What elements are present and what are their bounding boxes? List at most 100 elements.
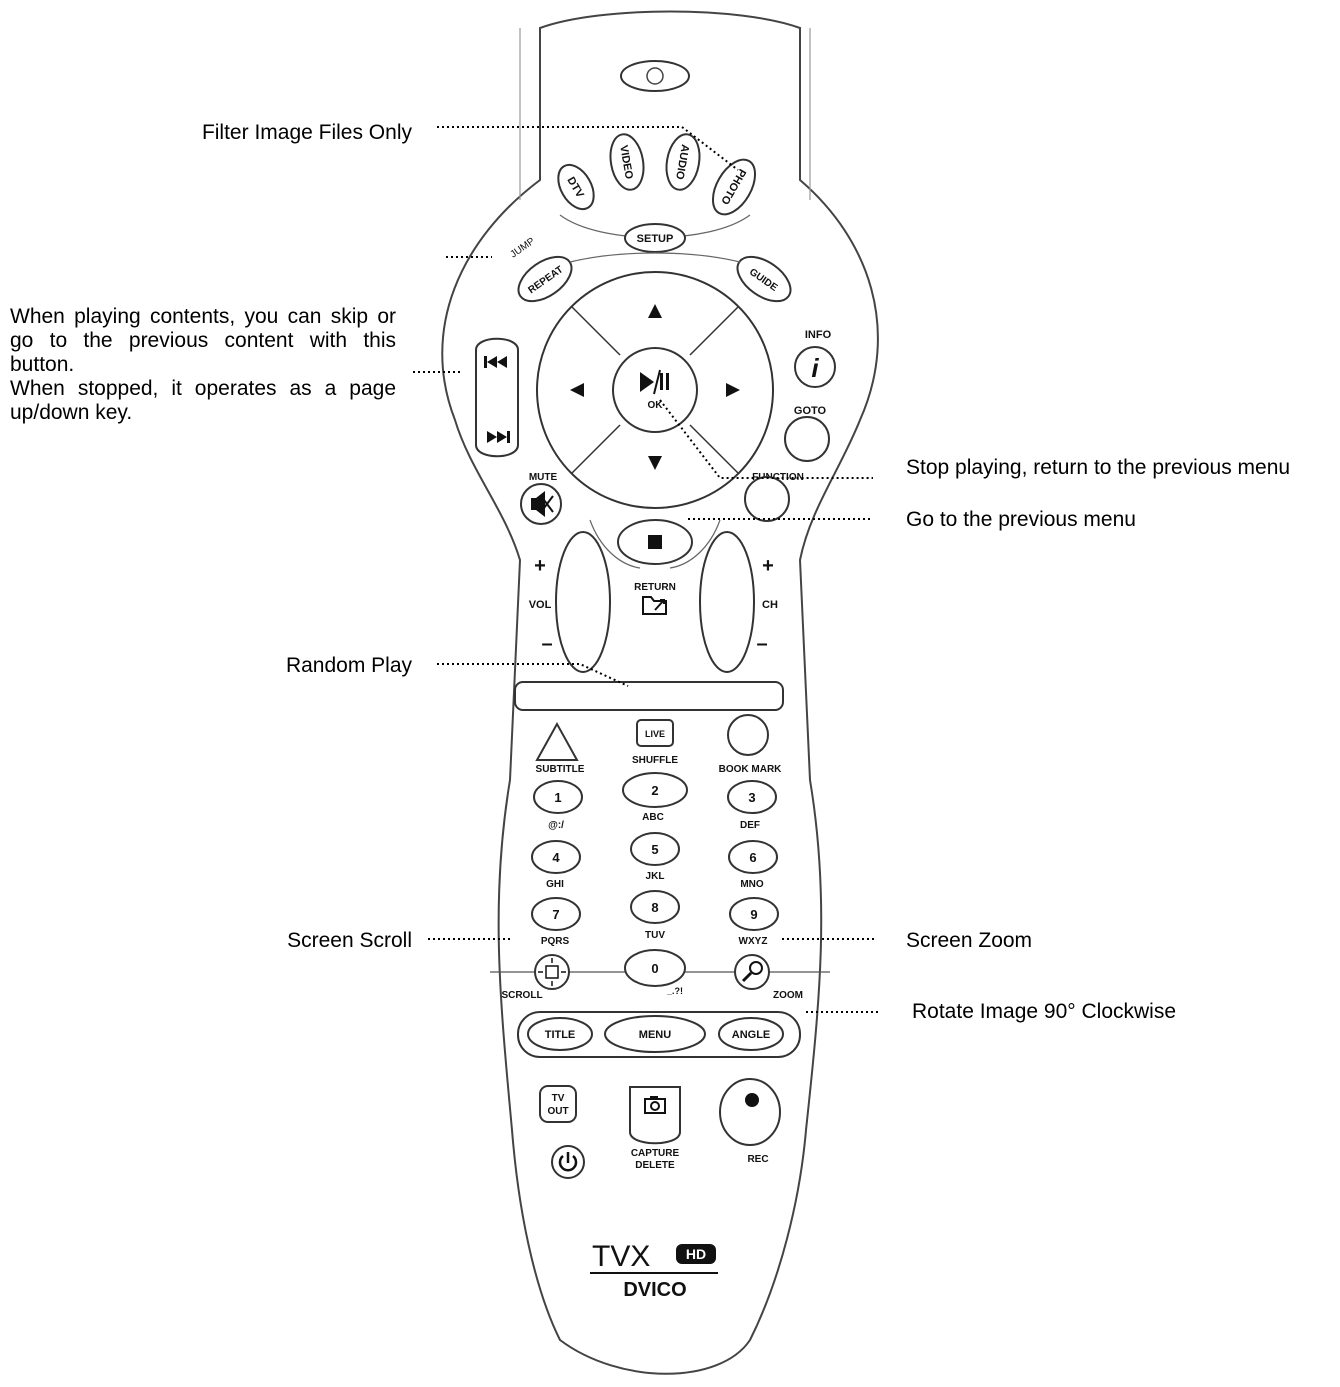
key-2-letters: ABC [642, 812, 664, 823]
scroll-button[interactable] [534, 954, 570, 990]
dtv-button[interactable]: DTV [551, 159, 601, 216]
delete-label: DELETE [635, 1160, 675, 1171]
key-3[interactable]: 3 DEF [727, 780, 777, 831]
key-9-shape[interactable] [729, 897, 779, 931]
audio-button[interactable]: AUDIO [662, 132, 703, 193]
key-6[interactable]: 6 MNO [728, 840, 778, 890]
skip-back-icon[interactable] [484, 356, 507, 368]
audio-button-shape[interactable] [662, 132, 703, 193]
stop-button[interactable] [617, 519, 693, 565]
key-2-shape[interactable] [622, 772, 688, 808]
rec-label: REC [747, 1154, 768, 1165]
dtv-button-shape[interactable] [551, 159, 601, 216]
down-arrow-icon[interactable] [648, 456, 662, 470]
key-7-letters: PQRS [541, 936, 570, 947]
key-0-shape[interactable] [624, 949, 686, 987]
callout-skip-line2: When stopped, it operates as a page up/d… [10, 377, 396, 424]
live-button[interactable]: LIVE [636, 719, 674, 747]
angle-button-shape[interactable] [718, 1017, 784, 1051]
key-5-shape[interactable] [630, 832, 680, 866]
title-button[interactable]: TITLE [527, 1017, 593, 1051]
stop-arc-left [589, 519, 641, 569]
right-arrow-icon[interactable] [726, 383, 740, 397]
key-4-digit: 4 [552, 850, 560, 865]
key-6-shape[interactable] [728, 840, 778, 874]
brand-dvico: DVICO [623, 1279, 686, 1301]
rec-button[interactable] [719, 1078, 781, 1146]
nav-divider-3 [571, 424, 621, 474]
info-button-shape[interactable] [794, 346, 836, 388]
key-4-shape[interactable] [531, 840, 581, 874]
vol-rocker[interactable] [555, 531, 611, 673]
subtitle-button[interactable] [535, 721, 579, 761]
capture-button[interactable] [629, 1086, 681, 1145]
info-label: INFO [805, 329, 832, 341]
menu-button-shape[interactable] [604, 1015, 706, 1053]
pause-bar-1 [660, 373, 663, 390]
skip-button-shape[interactable] [475, 337, 519, 458]
key-9[interactable]: 9 WXYZ [729, 897, 779, 947]
key-0[interactable]: 0 _.?! [624, 949, 686, 996]
zoom-button[interactable] [734, 954, 770, 990]
key-9-letters: WXYZ [739, 936, 768, 947]
leader-stop-playing [659, 399, 873, 479]
ch-rocker[interactable] [699, 531, 755, 673]
setup-button-shape[interactable] [624, 223, 686, 253]
random-play-bar[interactable] [514, 681, 784, 711]
photo-button[interactable]: PHOTO [704, 153, 763, 222]
angle-button[interactable]: ANGLE [718, 1017, 784, 1051]
rec-button-shape[interactable] [719, 1078, 781, 1146]
function-button[interactable] [744, 476, 790, 522]
key-8[interactable]: 8 TUV [630, 890, 680, 941]
ch-plus-label: + [762, 555, 774, 577]
skip-button[interactable] [475, 337, 519, 458]
ir-window [620, 60, 690, 92]
key-7-shape[interactable] [531, 897, 581, 931]
key-5[interactable]: 5 JKL [630, 832, 680, 882]
repeat-button-shape[interactable] [511, 248, 580, 310]
menu-button[interactable]: MENU [604, 1015, 706, 1053]
key-1-shape[interactable] [533, 780, 583, 814]
key-4-letters: GHI [546, 879, 564, 890]
repeat-button[interactable]: REPEAT [511, 248, 580, 310]
key-8-shape[interactable] [630, 890, 680, 924]
key-4[interactable]: 4 GHI [531, 840, 581, 890]
key-0-symbols: _.?! [666, 986, 683, 996]
ch-minus-label: – [756, 633, 767, 655]
vol-minus-label: – [541, 633, 552, 655]
tv-out-button[interactable]: TV OUT [539, 1085, 577, 1123]
key-1[interactable]: 1 @:/ [533, 780, 583, 831]
return-folder-icon[interactable] [642, 596, 667, 615]
power-button[interactable] [551, 1145, 585, 1179]
key-8-letters: TUV [645, 930, 665, 941]
pause-bar-2 [666, 373, 669, 390]
skip-forward-icon[interactable] [487, 431, 510, 443]
brand-hd-badge [676, 1244, 716, 1264]
title-button-shape[interactable] [527, 1017, 593, 1051]
brand-tvx: TVX [592, 1240, 650, 1273]
video-button-shape[interactable] [606, 132, 647, 193]
left-arrow-icon[interactable] [570, 383, 584, 397]
callout-skip-text: When playing contents, you can skip or g… [10, 305, 396, 425]
bookmark-button[interactable] [727, 714, 769, 756]
live-button-shape[interactable] [636, 719, 674, 747]
up-arrow-icon[interactable] [648, 304, 662, 318]
setup-button[interactable]: SETUP [624, 223, 686, 253]
goto-button[interactable] [784, 416, 830, 462]
video-button[interactable]: VIDEO [606, 132, 647, 193]
scroll-button-shape[interactable] [534, 954, 570, 990]
play-icon [640, 372, 654, 392]
tv-out-label-1: TV [552, 1093, 565, 1104]
photo-button-shape[interactable] [704, 153, 763, 222]
key-7-digit: 7 [552, 907, 559, 922]
key-3-shape[interactable] [727, 780, 777, 814]
key-2[interactable]: 2 ABC [622, 772, 688, 823]
mute-button[interactable] [520, 483, 562, 525]
guide-button[interactable]: GUIDE [730, 248, 799, 310]
info-button[interactable]: i [794, 346, 836, 388]
callout-screen-scroll: Screen Scroll [287, 929, 412, 952]
key-7[interactable]: 7 PQRS [531, 897, 581, 947]
capture-button-shape[interactable] [629, 1086, 681, 1145]
tv-out-button-shape[interactable] [539, 1085, 577, 1123]
callout-screen-zoom: Screen Zoom [906, 929, 1033, 952]
